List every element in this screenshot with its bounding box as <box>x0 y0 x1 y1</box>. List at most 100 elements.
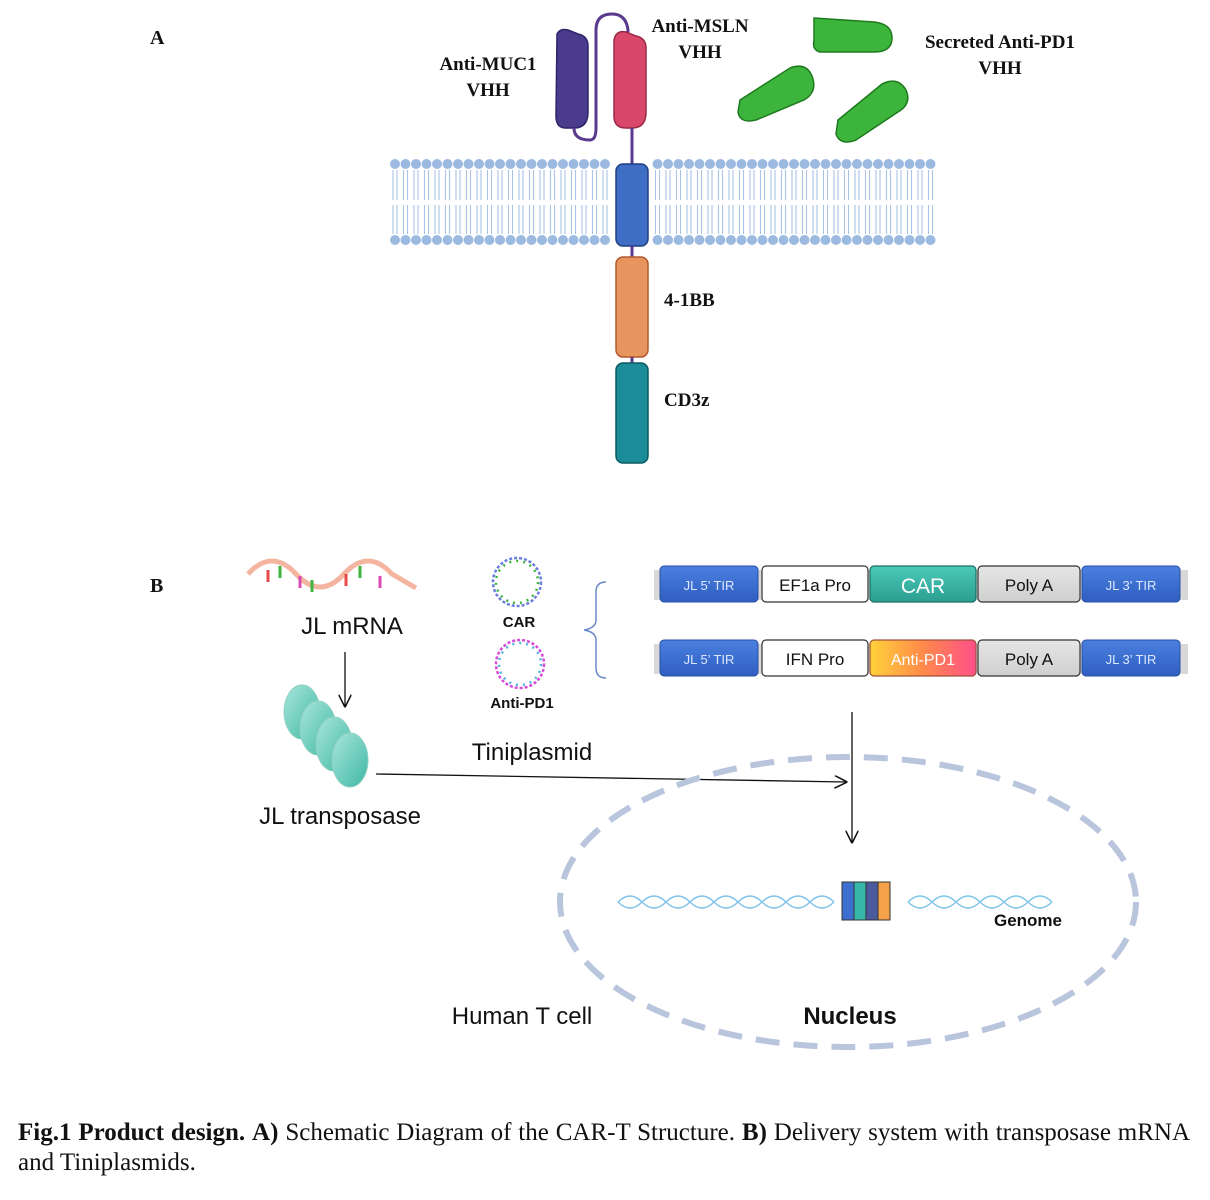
construct-pd1-tir3: JL 3’ TIR <box>1106 652 1157 667</box>
construct-pd1-cargo: Anti-PD1 <box>891 652 955 669</box>
construct-car-cargo: CAR <box>901 575 945 598</box>
domain-4-1bb <box>615 256 649 358</box>
lipid-tail <box>749 170 755 234</box>
lipid-head <box>820 159 831 169</box>
lipid-head <box>442 235 453 245</box>
lipid-head <box>547 159 558 169</box>
panel-a-label: A <box>150 27 165 49</box>
lipid-head <box>799 235 810 245</box>
lipid-head <box>505 235 516 245</box>
lipid-tail <box>812 170 818 234</box>
lipid-head <box>684 159 694 169</box>
lipid-head <box>589 159 600 169</box>
lipid-tail <box>486 170 493 234</box>
tir5-segment <box>659 639 759 677</box>
lipid-head <box>810 235 820 245</box>
lipid-head <box>789 159 799 169</box>
lipid-head <box>390 159 400 169</box>
anti-pd1-plasmid-icon <box>494 638 546 690</box>
caption-a-marker: A) <box>252 1119 279 1146</box>
lipid-head <box>810 159 820 169</box>
transmembrane-domain <box>615 163 649 247</box>
lipid-tail <box>560 170 566 234</box>
polya-segment <box>977 565 1081 603</box>
lipid-head <box>526 159 537 169</box>
nucleus-label: Nucleus <box>803 1003 896 1030</box>
lipid-tail <box>591 170 598 234</box>
lipid-head <box>726 235 736 245</box>
transposase-icon <box>283 684 369 788</box>
lipid-head <box>474 159 484 169</box>
lipid-tail <box>402 170 409 234</box>
lipid-head <box>852 159 862 169</box>
lipid-head <box>579 235 589 245</box>
lipid-head <box>652 235 663 245</box>
construct-car-promoter: EF1a Pro <box>779 576 851 595</box>
lipid-head <box>558 159 568 169</box>
domain-cd3z <box>615 362 649 464</box>
lipid-head <box>831 159 841 169</box>
lipid-tail <box>780 170 787 234</box>
lipid-head <box>820 235 831 245</box>
lipid-head <box>831 235 841 245</box>
lipid-tail <box>843 170 850 234</box>
lipid-head <box>463 235 474 245</box>
lipid-head <box>715 235 726 245</box>
cell-membrane <box>390 159 936 245</box>
anti-muc1-vhh <box>555 28 589 129</box>
lipid-tail <box>549 170 556 234</box>
lipid-head <box>873 235 883 245</box>
tir3-segment <box>1081 639 1181 677</box>
anti-pd1-plasmid-label: Anti-PD1 <box>490 695 553 712</box>
lipid-head <box>516 235 526 245</box>
lipid-head <box>925 159 936 169</box>
lipid-head <box>757 235 768 245</box>
lipid-head <box>673 159 684 169</box>
lipid-head <box>852 235 862 245</box>
lipid-tail <box>570 170 577 234</box>
construct-anti-pd1 <box>654 639 1188 677</box>
jl-mrna-label: JL mRNA <box>301 613 403 640</box>
lipid-head <box>873 159 883 169</box>
anti-msln-vhh <box>613 30 647 129</box>
lipid-tail <box>896 170 902 234</box>
lipid-head <box>925 235 936 245</box>
lipid-head <box>694 159 705 169</box>
lipid-tail <box>759 170 766 234</box>
tiniplasmid-label: Tiniplasmid <box>472 739 592 766</box>
lipid-head <box>915 235 925 245</box>
lipid-tail <box>665 170 671 234</box>
lipid-head <box>915 159 925 169</box>
lipid-tail <box>791 170 797 234</box>
secreted-label-line1: Secreted Anti-PD1 <box>925 32 1075 53</box>
cargo-segment <box>869 639 977 677</box>
lipid-tail <box>875 170 881 234</box>
lipid-head <box>768 159 778 169</box>
lipid-head <box>421 235 432 245</box>
lipid-head <box>432 235 442 245</box>
hinge-loop <box>572 12 630 142</box>
secreted-label-line2: VHH <box>978 58 1022 79</box>
lipid-tail <box>770 170 776 234</box>
lipid-tail <box>917 170 923 234</box>
lipid-tail <box>507 170 514 234</box>
anti-muc1-label-line2: VHH <box>466 80 510 101</box>
caption-b-text: Delivery system with transposase mRNA an… <box>18 1119 1191 1176</box>
lipid-head <box>463 159 474 169</box>
panel-b-label: B <box>150 575 163 597</box>
lipid-tail <box>728 170 734 234</box>
tir5-segment <box>659 565 759 603</box>
lipid-tail <box>465 170 472 234</box>
car-plasmid-icon <box>491 556 543 608</box>
construct-pd1-polya: Poly A <box>1005 650 1054 669</box>
lipid-head <box>726 159 736 169</box>
lipid-head <box>841 235 852 245</box>
lipid-tail <box>854 170 860 234</box>
lipid-tail <box>528 170 535 234</box>
lipid-head <box>663 159 673 169</box>
lipid-tail <box>581 170 587 234</box>
lipid-tail <box>801 170 808 234</box>
cargo-segment <box>869 565 977 603</box>
lipid-head <box>747 235 757 245</box>
lipid-tail <box>602 170 608 234</box>
